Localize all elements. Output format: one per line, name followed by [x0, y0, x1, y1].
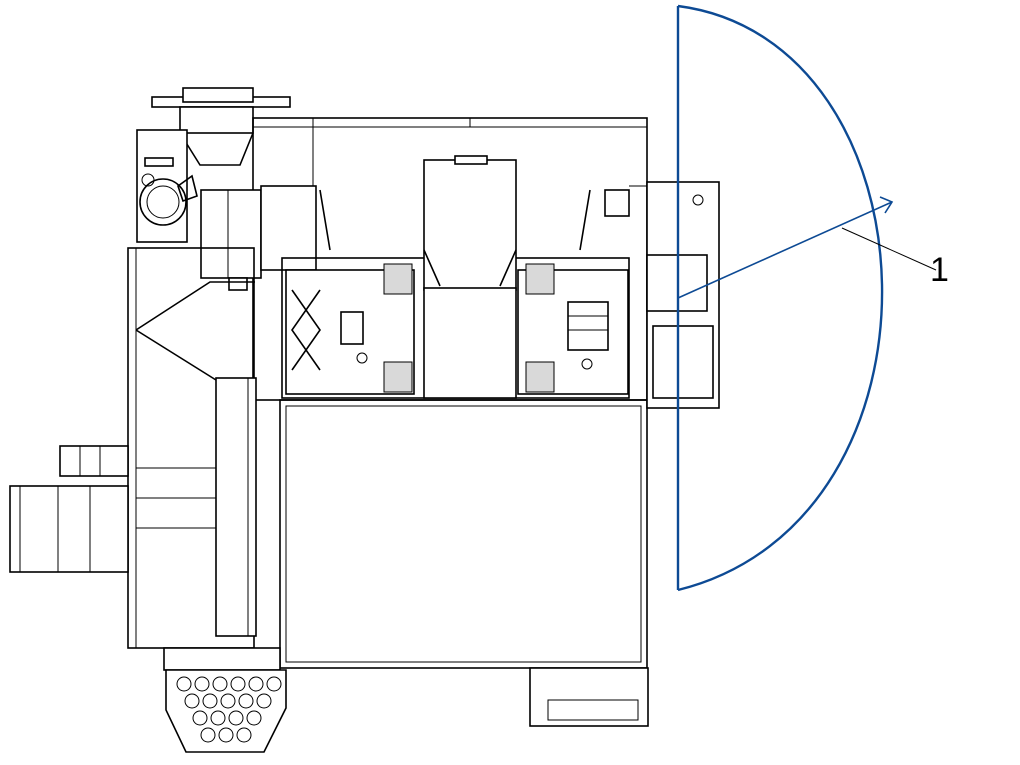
grille-hole: [202, 693, 218, 709]
left-feeder-chute: [135, 281, 257, 637]
grille-hole: [218, 727, 234, 743]
callout-leader-1: [841, 227, 937, 271]
grille-hole: [212, 676, 228, 692]
grille-hole: [246, 710, 262, 726]
grille-hole: [184, 693, 200, 709]
grille-hole: [210, 710, 226, 726]
callout-label-1: 1: [930, 251, 949, 289]
grille-hole: [192, 710, 208, 726]
grille-hole: [220, 693, 236, 709]
top-hopper: [136, 87, 291, 243]
bottom-grille: [165, 669, 287, 753]
grille-hole: [176, 676, 192, 692]
grille-hole: [266, 676, 282, 692]
carriage-frame: [281, 155, 630, 399]
left-drive-motor: [9, 445, 216, 573]
grille-hole: [238, 693, 254, 709]
lower-bin: [163, 399, 649, 727]
door-swing-arc: [676, 4, 894, 592]
grille-hole: [228, 710, 244, 726]
grille-hole: [230, 676, 246, 692]
grille-hole: [256, 693, 272, 709]
right-door-panel: [629, 181, 720, 409]
grille-hole: [236, 727, 252, 743]
grille-hole: [194, 676, 210, 692]
grille-hole: [248, 676, 264, 692]
grille-hole: [200, 727, 216, 743]
